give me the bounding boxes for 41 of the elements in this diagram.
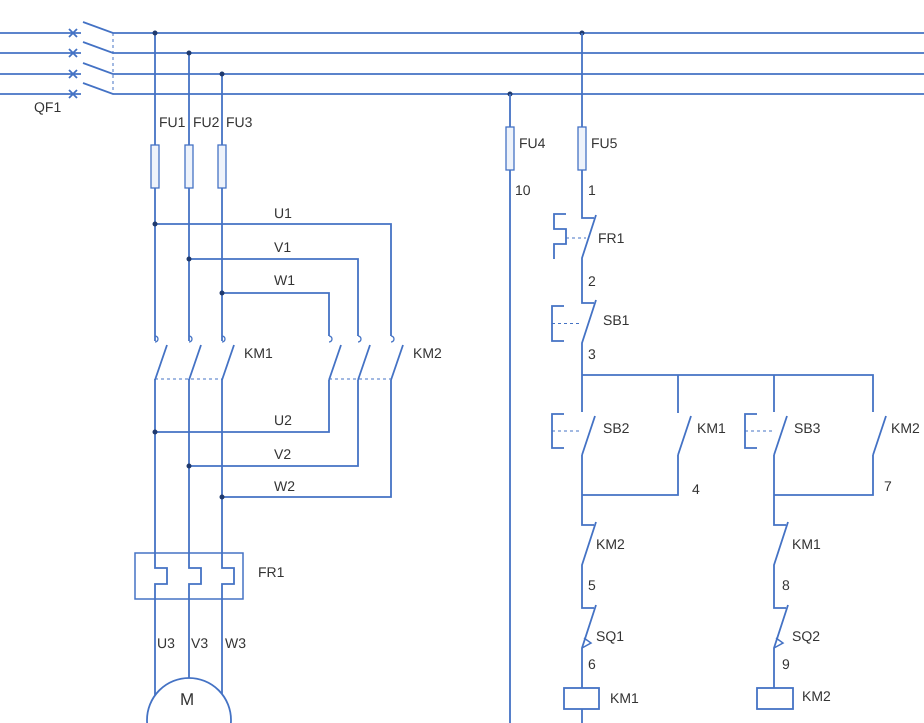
wire-label: 10 <box>515 182 531 199</box>
component-label: SQ1 <box>596 628 624 645</box>
wire-label: U2 <box>274 412 292 429</box>
component-label: SQ2 <box>792 628 820 645</box>
wire-label: 7 <box>884 478 892 495</box>
component-label: FR1 <box>258 564 284 581</box>
wire-label: 1 <box>588 182 596 199</box>
wire-label: V3 <box>191 635 208 652</box>
component-label: SB1 <box>603 312 630 329</box>
component-label: KM1 <box>244 345 273 362</box>
component-label: QF1 <box>34 99 62 116</box>
component-label: FU3 <box>226 114 252 131</box>
wire-label: 6 <box>588 656 596 673</box>
wire-label: U3 <box>157 635 175 652</box>
component-label: KM2 <box>596 536 625 553</box>
component-label: KM1 <box>697 420 726 437</box>
wire-label: 3 <box>588 346 596 363</box>
wire-label: 5 <box>588 577 596 594</box>
wire-label: 2 <box>588 273 596 290</box>
wire-label: V1 <box>274 239 292 256</box>
component-label: KM2 <box>891 420 920 437</box>
component-label: SB3 <box>794 420 820 437</box>
component-label: FU5 <box>591 135 618 152</box>
wire-label: V2 <box>274 446 292 463</box>
component-label: FR1 <box>598 230 624 247</box>
wire-label: W1 <box>274 272 295 289</box>
component-label: FU1 <box>159 114 186 131</box>
wire-label: 9 <box>782 656 790 673</box>
wire-label: 4 <box>692 481 700 498</box>
component-label: KM1 <box>792 536 821 553</box>
wire-label: 8 <box>782 577 790 594</box>
component-label: KM1 <box>610 690 639 707</box>
component-label: FU4 <box>519 135 546 152</box>
wire-label: U1 <box>274 205 292 222</box>
motor-label: M <box>180 690 194 710</box>
component-label: KM2 <box>802 688 831 705</box>
wire-label: W2 <box>274 478 295 495</box>
component-label: KM2 <box>413 345 442 362</box>
wire-label: W3 <box>225 635 246 652</box>
component-label: SB2 <box>603 420 630 437</box>
component-label: FU2 <box>193 114 220 131</box>
